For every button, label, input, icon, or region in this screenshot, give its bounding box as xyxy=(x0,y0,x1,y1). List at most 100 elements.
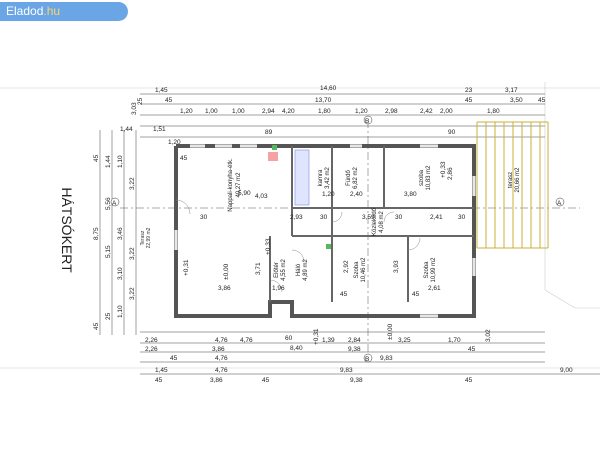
window-glazing xyxy=(175,145,475,317)
room-name-living: Nappali-konyha-étk. xyxy=(228,158,234,212)
room-name-corridor: Közlekedő xyxy=(372,207,378,236)
section-a-left-label: A xyxy=(112,200,117,207)
left-dim: 45 xyxy=(93,322,100,330)
level-mark: +0,33 xyxy=(265,238,272,255)
bottom-dim: 1,70 xyxy=(448,337,461,344)
bottom-dim: 45 xyxy=(465,377,473,384)
room-name-room-3: Szoba xyxy=(424,261,430,279)
top-dim: 1,00 xyxy=(205,108,218,115)
top-dim: 3,17 xyxy=(505,87,518,94)
inner-dim: 45 xyxy=(180,155,188,162)
section-mark-b-top: B xyxy=(363,115,373,125)
left-dimension-lines xyxy=(99,130,137,335)
bottom-dim: 3,25 xyxy=(398,337,411,344)
room-area-living: 40,27 m2 xyxy=(236,172,242,198)
room-area-hall: 4,55 m2 xyxy=(281,259,287,281)
inner-dim: 3,59 xyxy=(362,214,375,221)
inner-dim: 4,03 xyxy=(255,193,268,200)
eladod-logo-badge[interactable]: Eladod.hu xyxy=(0,2,128,21)
left-dim: 3,10 xyxy=(117,267,124,280)
pergola-grid xyxy=(476,121,549,249)
level-mark: +0,33 xyxy=(440,161,447,178)
top-dim: 1,20 xyxy=(355,108,368,115)
inner-dim: 30 xyxy=(395,214,403,221)
left-dim: 5,56 xyxy=(105,197,112,210)
bottom-dim: 2,26 xyxy=(145,346,158,353)
top-dim: 89 xyxy=(265,129,273,136)
top-dim: 14,60 xyxy=(320,85,337,92)
left-dim: 3,22 xyxy=(129,287,136,300)
top-dim: 23 xyxy=(465,87,473,94)
inner-dim: 30 xyxy=(200,214,208,221)
top-dim: 13,70 xyxy=(315,97,332,104)
room-name-pantry: kamra xyxy=(318,169,324,186)
left-dim: 3,22 xyxy=(129,247,136,260)
top-dim: 1,51 xyxy=(153,126,166,133)
bottom-dim: 3,86 xyxy=(210,377,223,384)
level-mark: ±0,00 xyxy=(223,263,230,280)
inner-dim: 3,86 xyxy=(218,285,231,292)
room-area-pergola-terrace: 20,66 m2 xyxy=(515,167,521,193)
bottom-dim: 3,86 xyxy=(212,346,225,353)
level-mark: +0,31 xyxy=(313,328,320,345)
interior-walls xyxy=(269,146,474,302)
bottom-dim: 4,76 xyxy=(215,355,228,362)
section-mark-a-right: A xyxy=(555,197,565,207)
left-dim: 1,44 xyxy=(105,155,112,168)
bottom-dim: 9,38 xyxy=(348,346,361,353)
room-name-bathroom: Fürdő xyxy=(346,170,352,186)
room-name-bedroom: Háló xyxy=(296,263,302,276)
bottom-dim: 4,76 xyxy=(215,337,228,344)
top-dim: 3,03 xyxy=(131,102,138,115)
top-dimension-lines xyxy=(140,93,545,138)
top-dim: 1,44 xyxy=(120,126,133,133)
bottom-dim: 2,84 xyxy=(348,337,361,344)
top-dim: 1,00 xyxy=(232,108,245,115)
inner-dim: 3,80 xyxy=(404,191,417,198)
vent-marker xyxy=(272,145,277,150)
room-area-back-terrace: 22,99 m2 xyxy=(146,227,152,248)
inner-dim: 30 xyxy=(458,214,466,221)
section-a-right-label: A xyxy=(557,200,562,207)
section-b-top-label: B xyxy=(365,118,369,125)
room-area-bedroom: 4,89 m2 xyxy=(303,259,309,281)
garden-label: HÁTSÓKERT xyxy=(59,187,75,273)
room-name-back-terrace: Terasz xyxy=(140,230,146,245)
top-dim: 45 xyxy=(538,97,546,104)
inner-dim: 3,93 xyxy=(393,260,400,273)
left-dim: 1,10 xyxy=(117,305,124,318)
bottom-dim: 45 xyxy=(170,355,178,362)
bottom-dim: 9,38 xyxy=(350,377,363,384)
top-dim: 2,42 xyxy=(420,108,433,115)
room-area-corridor: 4,08 m2 xyxy=(379,211,385,233)
inner-dim: 3,71 xyxy=(255,262,262,275)
section-b-bottom-label: B xyxy=(365,356,369,363)
bottom-dim: 9,83 xyxy=(380,355,393,362)
inner-dim: 5,90 xyxy=(238,190,251,197)
room-area-room-3: 10,99 m2 xyxy=(431,257,437,283)
inner-dim: 45 xyxy=(412,291,420,298)
inner-dim: 2,61 xyxy=(428,285,441,292)
level-mark: +0,31 xyxy=(183,259,190,276)
top-dim: 2,00 xyxy=(440,108,453,115)
top-dim: 25 xyxy=(137,97,144,105)
top-dim: 3,50 xyxy=(510,97,523,104)
top-dim: 2,94 xyxy=(262,108,275,115)
bottom-dim: 1,45 xyxy=(155,367,168,374)
level-mark: ±0,00 xyxy=(387,323,394,340)
bottom-dim: 45 xyxy=(155,377,163,384)
top-dim: 1,45 xyxy=(155,87,168,94)
top-dim: 90 xyxy=(448,129,456,136)
room-name-room-2: Szoba xyxy=(354,261,360,279)
bottom-dim: 2,26 xyxy=(145,337,158,344)
left-dim: 3,22 xyxy=(129,177,136,190)
inner-dim: 1,20 xyxy=(322,191,335,198)
vent-marker-2 xyxy=(326,244,331,249)
inner-dim: 45 xyxy=(340,291,348,298)
inner-dim: 1,96 xyxy=(272,285,285,292)
brand-tld: .hu xyxy=(43,4,61,18)
bottom-dim: 9,83 xyxy=(340,367,353,374)
top-dim: 1,80 xyxy=(487,108,500,115)
kitchen-counter xyxy=(294,149,310,206)
